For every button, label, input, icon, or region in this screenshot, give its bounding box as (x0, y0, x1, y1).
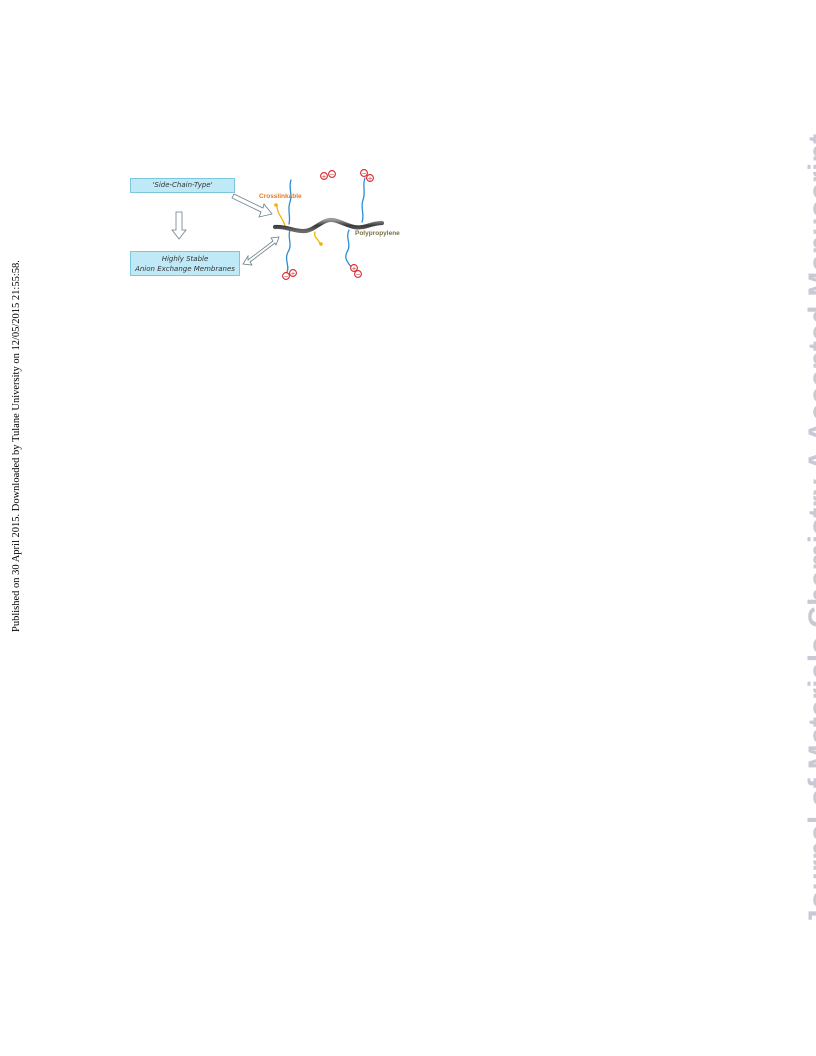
side-chains (285, 177, 366, 273)
svg-text:+: + (367, 175, 372, 182)
arrow-down-icon (171, 211, 187, 240)
toc-graphic-art: + − − + − + + − (171, 169, 385, 280)
arrow-right-icon (231, 193, 273, 218)
svg-text:−: − (355, 271, 360, 278)
svg-text:−: − (283, 273, 288, 280)
svg-text:+: + (321, 173, 326, 180)
charge-pair-icon: + − (320, 170, 336, 180)
toc-graphic: + − − + − + + − 'Side-Chain-Type' Highly… (127, 166, 403, 284)
charge-pair-icon: − + (360, 169, 374, 182)
svg-text:+: + (351, 265, 356, 272)
svg-text:+: + (290, 270, 295, 277)
charge-pair-icon: + − (350, 264, 362, 278)
stable-aem-line2: Anion Exchange Membranes (135, 265, 235, 273)
crosslink-end (274, 203, 278, 207)
stable-aem-box: Highly Stable Anion Exchange Membranes (130, 251, 240, 276)
svg-text:−: − (329, 171, 334, 178)
crosslinkable-label: Crosslinkable (259, 193, 302, 200)
charge-pair-icon: − + (282, 269, 297, 280)
stable-aem-line1: Highly Stable (161, 255, 209, 263)
crosslink-end (319, 242, 323, 246)
polymer-backbone (272, 217, 385, 234)
journal-watermark: Journal of Materials Chemistry A Accepte… (803, 133, 816, 926)
crosslinkable-chains (276, 205, 321, 245)
polypropylene-label: Polypropylene (355, 230, 400, 237)
side-chain-type-box: 'Side-Chain-Type' (130, 178, 235, 193)
arrow-double-icon (242, 236, 280, 266)
svg-text:−: − (361, 170, 366, 177)
download-note: Published on 30 April 2015. Downloaded b… (11, 260, 22, 632)
